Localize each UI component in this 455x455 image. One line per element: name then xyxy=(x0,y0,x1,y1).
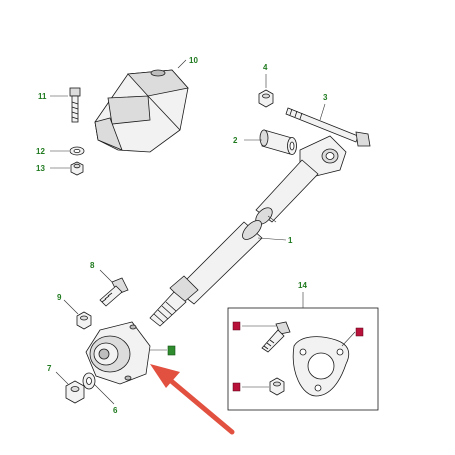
label-12: 12 xyxy=(36,147,45,156)
mount-assembly xyxy=(85,321,151,385)
mount-bracket-part-10 xyxy=(94,69,189,153)
red-square-tag-icon xyxy=(232,321,241,331)
washer-part-6 xyxy=(82,372,96,390)
label-11: 11 xyxy=(38,92,47,101)
green-square-tag-icon xyxy=(167,345,176,356)
red-square-tag-icon xyxy=(232,382,241,392)
bush-part-2 xyxy=(259,129,297,155)
washer-part-12 xyxy=(69,146,85,156)
label-6: 6 xyxy=(113,406,118,415)
label-4: 4 xyxy=(263,63,268,72)
red-square-tag-icon xyxy=(355,327,364,337)
kit-bolt xyxy=(261,321,291,353)
label-14: 14 xyxy=(298,281,307,290)
label-7: 7 xyxy=(47,364,52,373)
label-1: 1 xyxy=(288,236,293,245)
nut-part-4 xyxy=(258,89,274,108)
nut-part-7 xyxy=(65,380,85,404)
long-bolt-part-3 xyxy=(285,107,371,147)
label-3: 3 xyxy=(323,93,328,102)
kit-box-part-14: 14 xyxy=(227,281,379,411)
nut-part-13 xyxy=(70,161,84,176)
bolt-part-8 xyxy=(99,277,129,307)
bolt-part-11 xyxy=(69,87,81,123)
kit-gasket xyxy=(292,336,350,397)
label-8: 8 xyxy=(90,261,95,270)
radius-arm-part-1 xyxy=(149,135,347,327)
kit-nut xyxy=(269,377,285,396)
red-arrow-icon xyxy=(150,364,235,435)
label-2: 2 xyxy=(233,136,238,145)
nut-part-9 xyxy=(76,311,92,330)
label-9: 9 xyxy=(57,293,62,302)
label-10: 10 xyxy=(189,56,198,65)
label-13: 13 xyxy=(36,164,45,173)
